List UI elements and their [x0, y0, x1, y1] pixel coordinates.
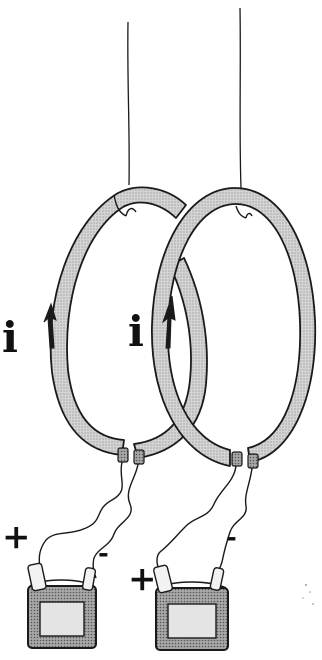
right-coil-terminal-a: [232, 452, 242, 466]
left-coil-terminal-a: [118, 448, 128, 462]
left-positive-wire: [39, 462, 122, 568]
left-suspension-thread: [128, 22, 129, 185]
paper-speckles: [302, 584, 314, 605]
left-coil-current-label: i: [2, 313, 18, 362]
right-positive-wire: [157, 466, 236, 572]
right-coil-terminal-b: [248, 454, 258, 468]
left-coil-terminal-b: [134, 450, 144, 464]
right-coil: [152, 188, 315, 466]
right-coil-current-label: i: [128, 307, 144, 356]
right-battery-positive-label: +: [128, 559, 157, 599]
right-battery-negative-label: -: [226, 523, 237, 553]
left-battery-negative-label: -: [98, 539, 109, 569]
left-battery-positive-label: +: [2, 517, 31, 557]
right-suspension-thread: [240, 8, 241, 188]
right-battery: [156, 582, 228, 650]
